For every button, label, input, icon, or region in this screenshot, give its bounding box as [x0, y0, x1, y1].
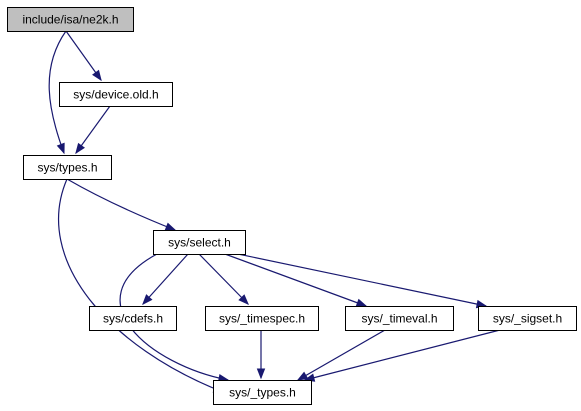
node-box[interactable]	[59, 82, 173, 107]
node-box[interactable]	[89, 306, 177, 331]
edge-line	[75, 105, 111, 154]
edge-timespec-to-_types	[256, 330, 266, 380]
arrowhead	[56, 142, 65, 155]
edge-line	[65, 30, 102, 81]
arrowhead	[164, 222, 177, 231]
node-label: include/isa/ne2k.h	[22, 13, 118, 27]
edge-ne2k-to-types	[48, 30, 67, 155]
edge-line	[48, 30, 67, 154]
edge-ne2k-to-device_old	[65, 30, 102, 82]
node-label: sys/cdefs.h	[103, 312, 163, 326]
arrowhead	[92, 69, 102, 82]
node-timespec[interactable]: sys/_timespec.h	[205, 306, 319, 331]
nodes-layer: include/isa/ne2k.h sys/device.old.h sys/ty…	[7, 7, 577, 405]
node-label: sys/_sigset.h	[493, 312, 562, 326]
node-select[interactable]: sys/select.h	[153, 230, 246, 255]
node-box[interactable]	[153, 230, 246, 255]
edge-types-to-select	[66, 178, 177, 231]
edge-line	[142, 253, 189, 305]
arrowhead	[256, 368, 266, 380]
edge-timeval-to-_types	[296, 329, 386, 381]
node-types[interactable]: sys/_types.h	[213, 380, 312, 405]
node-label: sys/select.h	[168, 236, 231, 250]
arrowhead	[238, 294, 249, 305]
node-label: sys/types.h	[37, 161, 97, 175]
node-box[interactable]	[478, 306, 577, 331]
edge-line	[198, 253, 249, 305]
edge-types-to-_types	[57, 178, 225, 393]
node-cdefs[interactable]: sys/cdefs.h	[89, 306, 177, 331]
node-label: sys/_timespec.h	[219, 312, 305, 326]
node-types[interactable]: sys/types.h	[23, 155, 112, 180]
edge-line	[237, 253, 487, 307]
node-box[interactable]	[345, 306, 454, 331]
node-box[interactable]	[7, 7, 134, 32]
node-timeval[interactable]: sys/_timeval.h	[345, 306, 454, 331]
edge-line	[224, 253, 367, 307]
edge-sigset-to-_types	[303, 329, 501, 382]
node-label: sys/device.old.h	[73, 88, 158, 102]
edge-select-to-timeval	[224, 253, 368, 307]
edge-select-to-timespec	[198, 253, 249, 305]
arrowhead	[75, 142, 85, 155]
edge-line	[297, 329, 386, 381]
edge-device_old-to-types	[75, 105, 111, 155]
node-box[interactable]	[205, 306, 319, 331]
edge-select-to-cdefs	[142, 253, 189, 306]
arrowhead	[296, 371, 309, 381]
node-deviceold[interactable]: sys/device.old.h	[59, 82, 173, 107]
edge-line	[57, 178, 224, 393]
node-sigset[interactable]: sys/_sigset.h	[478, 306, 577, 331]
node-ne2k[interactable]: include/isa/ne2k.h	[7, 7, 134, 32]
edge-select-to-sigset	[237, 253, 488, 309]
node-box[interactable]	[213, 380, 312, 405]
arrowhead	[355, 298, 368, 307]
node-label: sys/_timeval.h	[361, 312, 437, 326]
node-box[interactable]	[23, 155, 112, 180]
edges-layer	[48, 30, 501, 393]
edge-line	[304, 329, 501, 381]
arrowhead	[142, 294, 153, 306]
edge-line	[66, 178, 176, 231]
node-label: sys/_types.h	[229, 386, 296, 400]
